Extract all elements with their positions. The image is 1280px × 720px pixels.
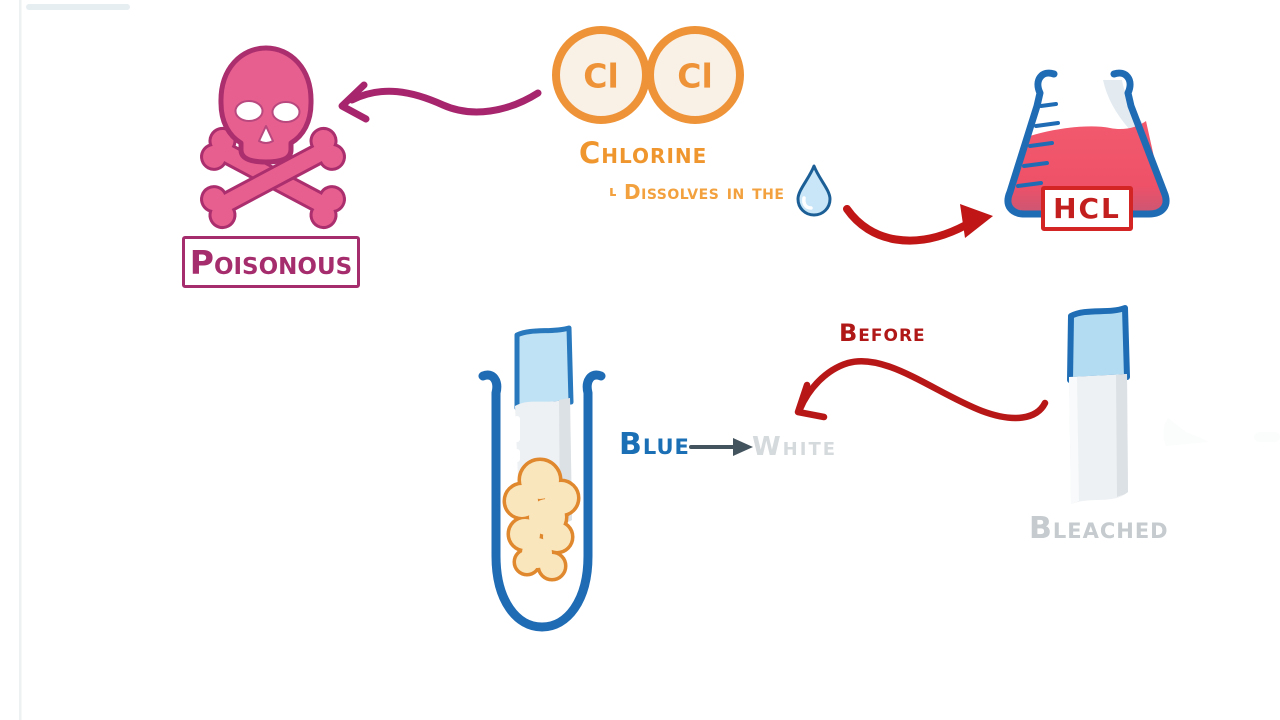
dissolves-caption-text: Dissolves in the <box>624 180 785 204</box>
poisonous-label-text: Poisonous <box>189 242 353 282</box>
water-droplet-icon <box>796 164 832 217</box>
hcl-label: HCL <box>1041 186 1133 231</box>
bleached-litmus-strip-icon <box>1067 305 1130 504</box>
hcl-label-text: HCL <box>1053 192 1121 225</box>
before-arrow <box>794 358 1049 422</box>
before-label: Before <box>839 319 926 347</box>
blue-label: Blue <box>619 427 690 462</box>
atom-symbol-cl-1: Cl <box>583 56 619 96</box>
dissolves-caption: ʟ Dissolves in the <box>609 182 784 202</box>
frame-edge-artifacts <box>19 0 1280 720</box>
chlorine-label: Chlorine <box>579 136 708 170</box>
white-label: White <box>752 432 838 462</box>
skull-crossbones-icon <box>199 45 347 230</box>
sub-bullet-mark: ʟ <box>609 184 618 200</box>
poisonous-label: Poisonous <box>182 236 360 288</box>
boiling-tube-icon <box>478 370 606 632</box>
atom-symbol-cl-2: Cl <box>677 56 713 96</box>
dissolve-arrow <box>843 204 993 245</box>
chlorine-molecule-icon <box>552 26 744 124</box>
poison-arrow <box>338 81 542 123</box>
color-change-arrow <box>689 438 753 456</box>
bleached-label: Bleached <box>1029 511 1169 546</box>
